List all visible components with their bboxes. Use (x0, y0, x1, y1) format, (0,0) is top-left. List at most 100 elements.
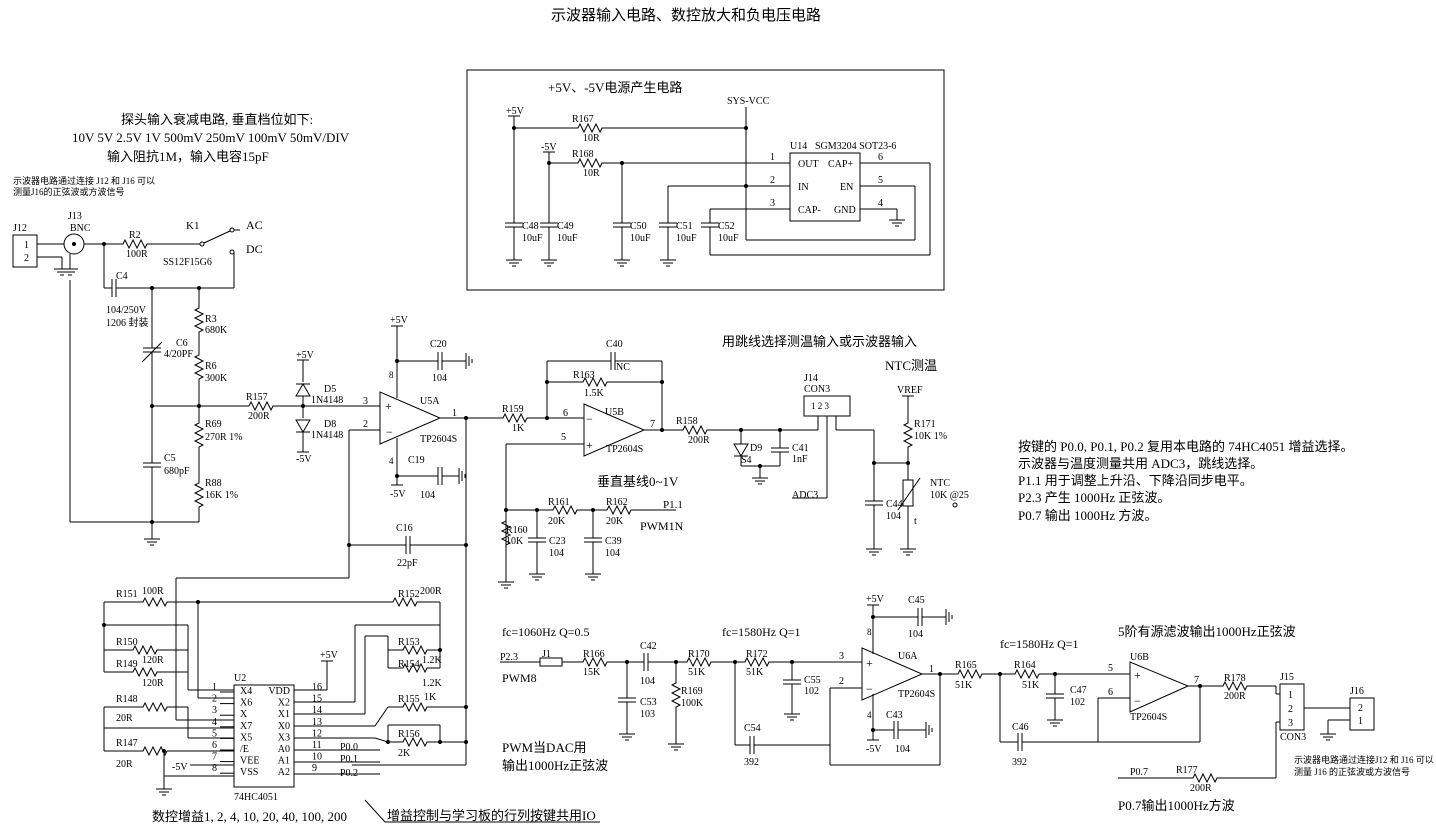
filter-small-2: 测量 J16 的正弦波或方波信号 (1294, 766, 1410, 777)
u6b-ref: U6B (1130, 652, 1149, 663)
function-notes: 按键的 P0.0, P0.1, P0.2 复用本电路的 74HC4051 增益选… (1018, 439, 1354, 523)
p5v-label: +5V (506, 106, 525, 117)
p11-label: P1.1 (663, 499, 683, 511)
u6a-part: TP2604S (898, 689, 935, 700)
u5a-opamp: U5A TP2604S + − 3 2 1 8 4 +5V C20 104 C1… (347, 315, 500, 765)
c50-val: 10uF (630, 233, 651, 244)
r172-ref: R172 (746, 649, 768, 660)
r2-ref: R2 (129, 230, 141, 241)
c19-ref: C19 (408, 455, 425, 466)
j16-pin1: 1 (1358, 716, 1363, 727)
u14-pin4-name: GND (834, 205, 856, 216)
c5-ref: C5 (164, 453, 176, 464)
r178-ref: R178 (1224, 673, 1246, 684)
c48-ref: C48 (522, 221, 539, 232)
r171-val: 10K 1% (914, 431, 947, 442)
u5b-opamp: R159 1K − + U5B TP2604S 6 5 7 C40 NC R16… (497, 339, 818, 589)
p00-label: P0.0 (340, 742, 358, 753)
svg-text:−: − (586, 412, 593, 426)
p02-label: P0.2 (340, 768, 358, 779)
u2-pin-1-name: X4 (240, 686, 252, 697)
u2-pin-8: 8 (212, 763, 217, 774)
r6-val: 300K (205, 373, 228, 384)
r151-ref: R151 (116, 589, 138, 600)
pwm-note-2: 输出1000Hz正弦波 (502, 758, 608, 773)
c41-ref: C41 (792, 443, 809, 454)
c39-ref: C39 (605, 536, 622, 547)
r158-val: 200R (688, 435, 710, 446)
r163-val: 1.5K (584, 388, 605, 399)
c4-ref: C4 (116, 271, 128, 282)
c23-val: 104 (549, 548, 564, 559)
u5b-pin6: 6 (563, 408, 568, 419)
u5a-ref: U5A (420, 396, 440, 407)
u5b-part: TP2604S (606, 444, 643, 455)
u14-ref: U14 (790, 141, 807, 152)
power-supply-block: +5V、-5V电源产生电路 SYS-VCC +5V R167 10R -5V R… (466, 69, 945, 291)
probe-small-1: 示波器电路通过连接 J12 和 J16 可以 (13, 175, 155, 186)
baseline-note: 垂直基线0~1V (597, 474, 679, 489)
u2-pin-12-name: X3 (278, 732, 290, 743)
r88-ref: R88 (205, 478, 222, 489)
u2-pin-8-name: VSS (240, 767, 258, 778)
u2-pin-16-name: VDD (268, 686, 290, 697)
c6-val: 4/20PF (164, 349, 193, 360)
u6b-opamp (1129, 661, 1190, 713)
r154-ref: R154 (398, 659, 420, 670)
u2-pin-7-name: VEE (240, 756, 259, 767)
input-attenuator: J12 1 2 J13 BNC R2 100R K1 AC DC SS12F15… (12, 211, 380, 546)
r88-val: 16K 1% (205, 490, 238, 501)
u6a-pin4: 4 (867, 710, 872, 720)
io-note: 增益控制与学习板的行列按键共用IO (387, 808, 596, 823)
d9-val: S4 (741, 455, 752, 466)
d5-val: 1N4148 (311, 395, 343, 406)
j1-ref: J1 (542, 649, 551, 660)
r170-val: 51K (688, 667, 706, 678)
fc2-label: fc=1580Hz Q=1 (722, 625, 801, 639)
j12-pin2: 2 (24, 253, 29, 264)
r162-val: 20K (606, 516, 624, 527)
u2-ic (233, 684, 295, 788)
j16-connector (1349, 697, 1375, 731)
j14-ref: J14 (804, 373, 818, 384)
u2-pin-6: 6 (212, 740, 217, 751)
c52-ref: C52 (718, 221, 735, 232)
j14-part: CON3 (804, 384, 830, 395)
k1-dc-label: DC (246, 242, 263, 256)
u6a-pin1: 1 (929, 664, 934, 675)
u6a-opamp (861, 647, 924, 701)
u14-pin1-name: OUT (798, 159, 819, 170)
power-title: +5V、-5V电源产生电路 (548, 80, 682, 95)
u2-pin-2: 2 (212, 694, 217, 705)
u5a-m5v: -5V (390, 489, 406, 500)
u14-pin4: 4 (878, 198, 883, 209)
c48-val: 10uF (522, 233, 543, 244)
u2-pin-4-name: X7 (240, 721, 252, 732)
ntc-block: 用跳线选择测温输入或示波器输入 NTC测温 J14 CON3 1 2 3 ADC… (722, 334, 969, 556)
r2-val: 100R (126, 249, 148, 260)
sys-vcc-label: SYS-VCC (727, 96, 770, 107)
r154-val: 1.2K (422, 678, 443, 689)
filter-block: fc=1060Hz Q=0.5 fc=1580Hz Q=1 fc=1580Hz … (500, 594, 1434, 813)
r164-val: 51K (1022, 680, 1040, 691)
u2-pin-6-name: /E (240, 744, 249, 755)
c40-ref: C40 (606, 339, 623, 350)
svg-text:+: + (866, 656, 873, 670)
ntc-t: t (914, 516, 917, 527)
r147-ref: R147 (116, 738, 138, 749)
c43-val: 104 (895, 744, 910, 755)
r171-ref: R171 (914, 419, 936, 430)
c45-val: 104 (908, 629, 923, 640)
r167-ref: R167 (572, 114, 594, 125)
u2-pin-13: 13 (312, 717, 322, 728)
c50-ref: C50 (630, 221, 647, 232)
j12-connector (12, 234, 38, 268)
u2-pin-4: 4 (212, 717, 217, 728)
j16-pin2: 2 (1358, 703, 1363, 714)
c19-val: 104 (420, 490, 435, 501)
r3-val: 680K (205, 325, 228, 336)
u14-pin2-name: IN (798, 182, 809, 193)
u6b-pin7: 7 (1194, 675, 1199, 686)
u14-part: SGM3204 SOT23-6 (815, 141, 896, 152)
